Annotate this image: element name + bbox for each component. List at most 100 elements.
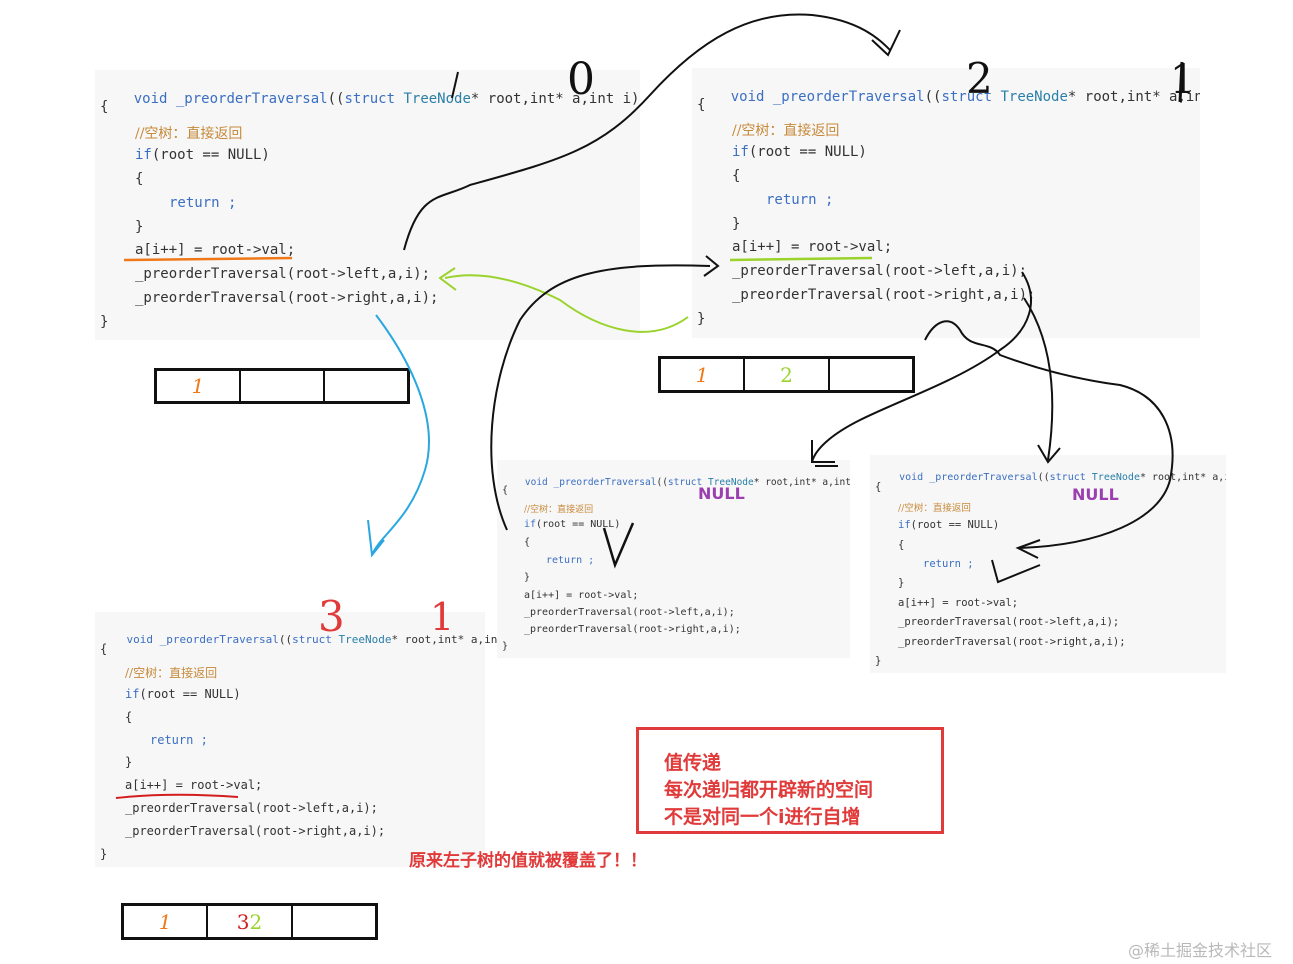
handwritten-3: 3 [318, 592, 345, 641]
brace-open: { [875, 481, 882, 493]
brace-open: { [697, 97, 706, 113]
left-call-line: _preorderTraversal(root->left,a,i); [125, 801, 378, 815]
brace-open: { [100, 642, 108, 656]
null-label: NULL [1072, 485, 1119, 504]
return-arrow-to-panel-2 [490, 264, 711, 531]
assign-line: a[i++] = root->val; [898, 597, 1019, 609]
blue-call-arrow [371, 314, 430, 556]
array-box-1: 1 [154, 368, 410, 404]
arrow-head [811, 440, 835, 463]
value-passing-note: 值传递 每次递归都开辟新的空间 不是对同一个i进行自增 [636, 727, 944, 834]
call-arrow-0-to-2 [403, 13, 891, 251]
note-line-1: 值传递 [664, 752, 722, 774]
orange-underline [123, 256, 293, 262]
red-underline [115, 793, 239, 799]
inner-brace-open: { [898, 539, 905, 551]
inner-brace-open: { [125, 710, 133, 724]
code-panel-2: void _preorderTraversal((struct TreeNode… [692, 68, 1200, 338]
comment-line: //空树：直接返回 [125, 666, 218, 680]
call-arrow-left-null [811, 271, 1032, 463]
comment-line: //空树：直接返回 [135, 126, 243, 142]
green-underline [729, 256, 873, 262]
overwrite-caption: 原来左子树的值就被覆盖了！！ [409, 851, 647, 871]
array-cell: 2 [745, 359, 830, 390]
brace-close: } [502, 641, 509, 652]
inner-brace-close: } [732, 216, 741, 232]
inner-brace-close: } [898, 577, 905, 589]
code-panel-1: void _preorderTraversal((struct TreeNode… [95, 70, 640, 340]
inner-brace-close: } [135, 219, 144, 235]
brace-close: } [100, 847, 108, 861]
brace-close: } [100, 314, 109, 330]
inner-brace-close: } [125, 755, 133, 769]
array-cell [241, 371, 325, 401]
code-panel-3: void _preorderTraversal((struct TreeNode… [95, 612, 524, 867]
handwritten-2: 2 [966, 54, 993, 103]
left-call-line: _preorderTraversal(root->left,a,i); [135, 266, 431, 282]
note-line-3: 不是对同一个i进行自增 [664, 806, 861, 828]
left-call-line: _preorderTraversal(root->left,a,i); [732, 263, 1028, 279]
null-label: NULL [698, 484, 745, 503]
array-cell: 1 [157, 371, 241, 401]
right-call-line: _preorderTraversal(root->right,a,i); [898, 636, 1126, 648]
assign-line: a[i++] = root->val; [125, 778, 263, 792]
return-line: return ; [923, 558, 974, 570]
if-line: if(root == NULL) [524, 519, 621, 530]
arrow-head [703, 255, 720, 277]
return-line: return ; [546, 555, 595, 566]
green-return-arrow [444, 274, 689, 333]
if-line: if(root == NULL) [732, 144, 867, 160]
signature-line: void _preorderTraversal((struct TreeNode… [899, 472, 1226, 483]
arrow-head [438, 267, 457, 291]
brace-open: { [100, 99, 109, 115]
inner-brace-open: { [732, 168, 741, 184]
signature-line: void _preorderTraversal((struct TreeNode… [730, 89, 1200, 105]
comment-line: //空树：直接返回 [524, 505, 594, 515]
array-cell: 1 [661, 359, 746, 390]
call-arrow-right-null [924, 320, 1174, 549]
left-call-line: _preorderTraversal(root->left,a,i); [524, 607, 735, 618]
brace-close: } [697, 311, 706, 327]
right-call-line: _preorderTraversal(root->right,a,i); [524, 624, 741, 635]
right-call-line: _preorderTraversal(root->right,a,i); [135, 290, 439, 306]
return-line: return ; [169, 195, 237, 211]
watermark: @稀土掘金技术社区 [1128, 941, 1273, 960]
down-arrow-panel-5 [1023, 297, 1054, 461]
brace-close: } [875, 655, 882, 667]
array-cell: 1 [124, 906, 209, 937]
assign-line: a[i++] = root->val; [135, 242, 296, 258]
inner-brace-open: { [524, 537, 531, 548]
comment-line: //空树：直接返回 [898, 503, 971, 514]
if-line: if(root == NULL) [135, 147, 270, 163]
inner-brace-open: { [135, 171, 144, 187]
assign-line: a[i++] = root->val; [732, 239, 893, 255]
right-call-line: _preorderTraversal(root->right,a,i); [125, 824, 386, 838]
handwritten-i-1-red: 1 [430, 595, 455, 639]
signature-line: void _preorderTraversal((struct TreeNode… [133, 91, 640, 107]
assign-line: a[i++] = root->val; [524, 590, 639, 601]
code-panel-4: void _preorderTraversal((struct TreeNode… [497, 460, 850, 658]
check-mark [602, 522, 635, 569]
return-mark [991, 559, 1041, 584]
slash-mark [451, 71, 459, 99]
return-line: return ; [150, 733, 208, 747]
inner-brace-close: } [524, 572, 531, 583]
comment-line: //空树：直接返回 [732, 123, 840, 139]
note-line-2: 每次递归都开辟新的空间 [664, 779, 874, 801]
brace-open: { [502, 485, 509, 496]
arrow-head [871, 29, 901, 57]
if-line: if(root == NULL) [898, 519, 1000, 531]
arrow-head [1037, 444, 1061, 464]
slash-mark [1178, 61, 1184, 103]
arrow-head [367, 519, 385, 558]
arrow-head [1015, 539, 1041, 559]
handwritten-0: 0 [567, 54, 595, 105]
return-line: return ; [766, 192, 834, 208]
array-box-2: 1 2 [658, 356, 915, 393]
right-call-line: _preorderTraversal(root->right,a,i); [732, 287, 1036, 303]
signature-line: void _preorderTraversal((struct TreeNode… [524, 477, 850, 488]
if-line: if(root == NULL) [125, 687, 241, 701]
